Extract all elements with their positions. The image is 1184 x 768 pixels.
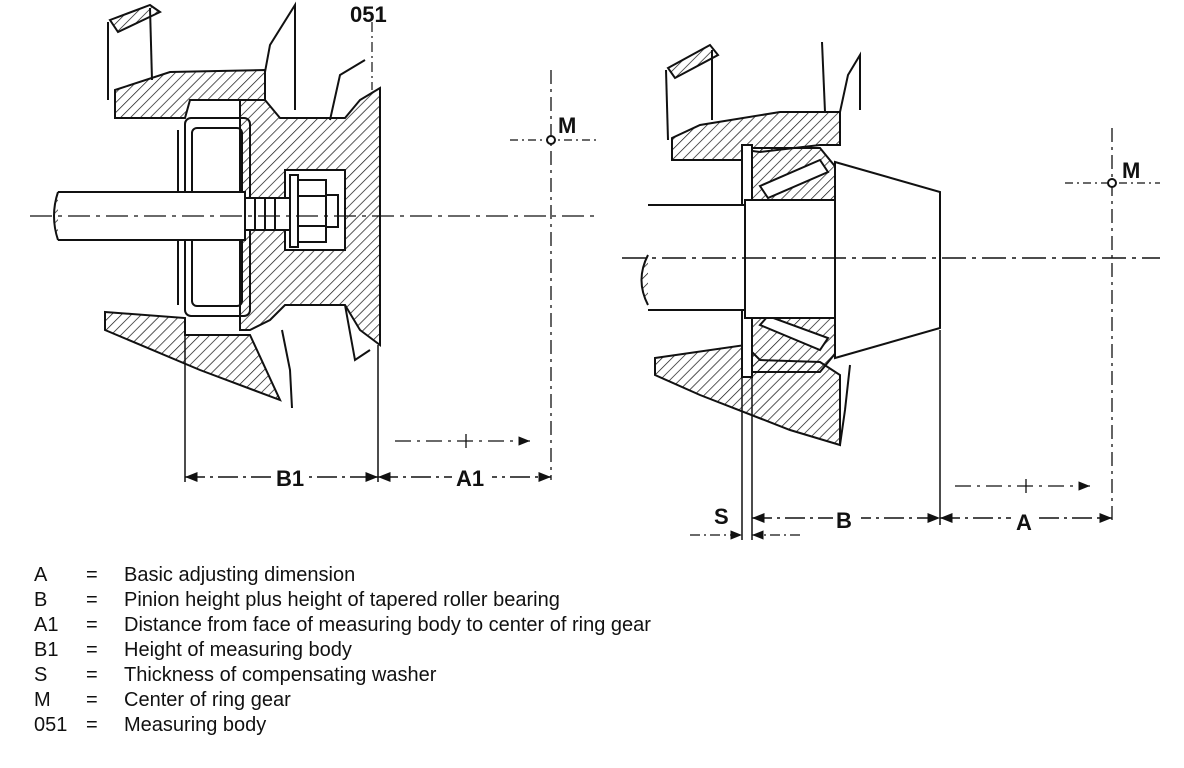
left-housing-top-strap xyxy=(108,3,162,34)
legend-equals: = xyxy=(86,664,98,686)
legend-equals: = xyxy=(86,714,98,736)
legend-row-a: A = Basic adjusting dimension xyxy=(34,563,934,588)
pinion-spigot xyxy=(744,199,836,319)
label-m-left: M xyxy=(558,113,576,138)
legend-text: Measuring body xyxy=(124,714,267,736)
legend-row-051: 051 = Measuring body xyxy=(34,713,934,738)
legend-equals: = xyxy=(86,564,98,586)
label-051: 051 xyxy=(350,2,387,27)
right-housing-top-strap xyxy=(666,43,720,80)
left-view-measuring-setup xyxy=(30,1,600,483)
right-view-pinion-bearing xyxy=(622,41,1160,540)
legend-key: B xyxy=(34,589,48,611)
legend-key: S xyxy=(34,664,48,686)
legend-text: Height of measuring body xyxy=(124,639,352,661)
label-a1: A1 xyxy=(456,466,484,491)
clamping-washer xyxy=(289,174,299,248)
legend: A = Basic adjusting dimension B = Pinion hei… xyxy=(34,563,934,738)
legend-key: B1 xyxy=(34,639,59,661)
shaft-thread xyxy=(244,197,291,231)
technical-diagram: 051 M M B1 A1 S B A xyxy=(30,1,1160,540)
legend-text: Thickness of compensating washer xyxy=(124,664,437,686)
left-m-center-point xyxy=(546,135,556,145)
label-a: A xyxy=(1016,510,1032,535)
legend-row-b: B = Pinion height plus height of tapered r… xyxy=(34,588,934,613)
right-housing-casting xyxy=(671,111,841,161)
legend-row-b1: B1 = Height of measuring body xyxy=(34,638,934,663)
label-m-right: M xyxy=(1122,158,1140,183)
legend-equals: = xyxy=(86,589,98,611)
label-b1: B1 xyxy=(276,466,304,491)
legend-key: M xyxy=(34,689,51,711)
pinion-head-cone xyxy=(834,160,941,360)
legend-row-m: M = Center of ring gear xyxy=(34,688,934,713)
legend-text: Distance from face of measuring body to … xyxy=(124,614,651,636)
legend-text: Pinion height plus height of tapered rol… xyxy=(124,589,560,611)
legend-text: Basic adjusting dimension xyxy=(124,564,356,586)
legend-row-s: S = Thickness of compensating washer xyxy=(34,663,934,688)
label-s: S xyxy=(714,504,729,529)
legend-row-a1: A1 = Distance from face of measuring body … xyxy=(34,613,934,638)
legend-key: A xyxy=(34,564,48,586)
legend-key: A1 xyxy=(34,614,59,636)
legend-equals: = xyxy=(86,639,98,661)
legend-equals: = xyxy=(86,614,98,636)
legend-key: 051 xyxy=(34,714,68,736)
left-housing-casting xyxy=(114,68,266,119)
legend-equals: = xyxy=(86,689,98,711)
right-m-center-point xyxy=(1107,178,1117,188)
clamping-nut xyxy=(297,179,327,243)
label-b: B xyxy=(836,508,852,533)
legend-text: Center of ring gear xyxy=(124,689,291,711)
